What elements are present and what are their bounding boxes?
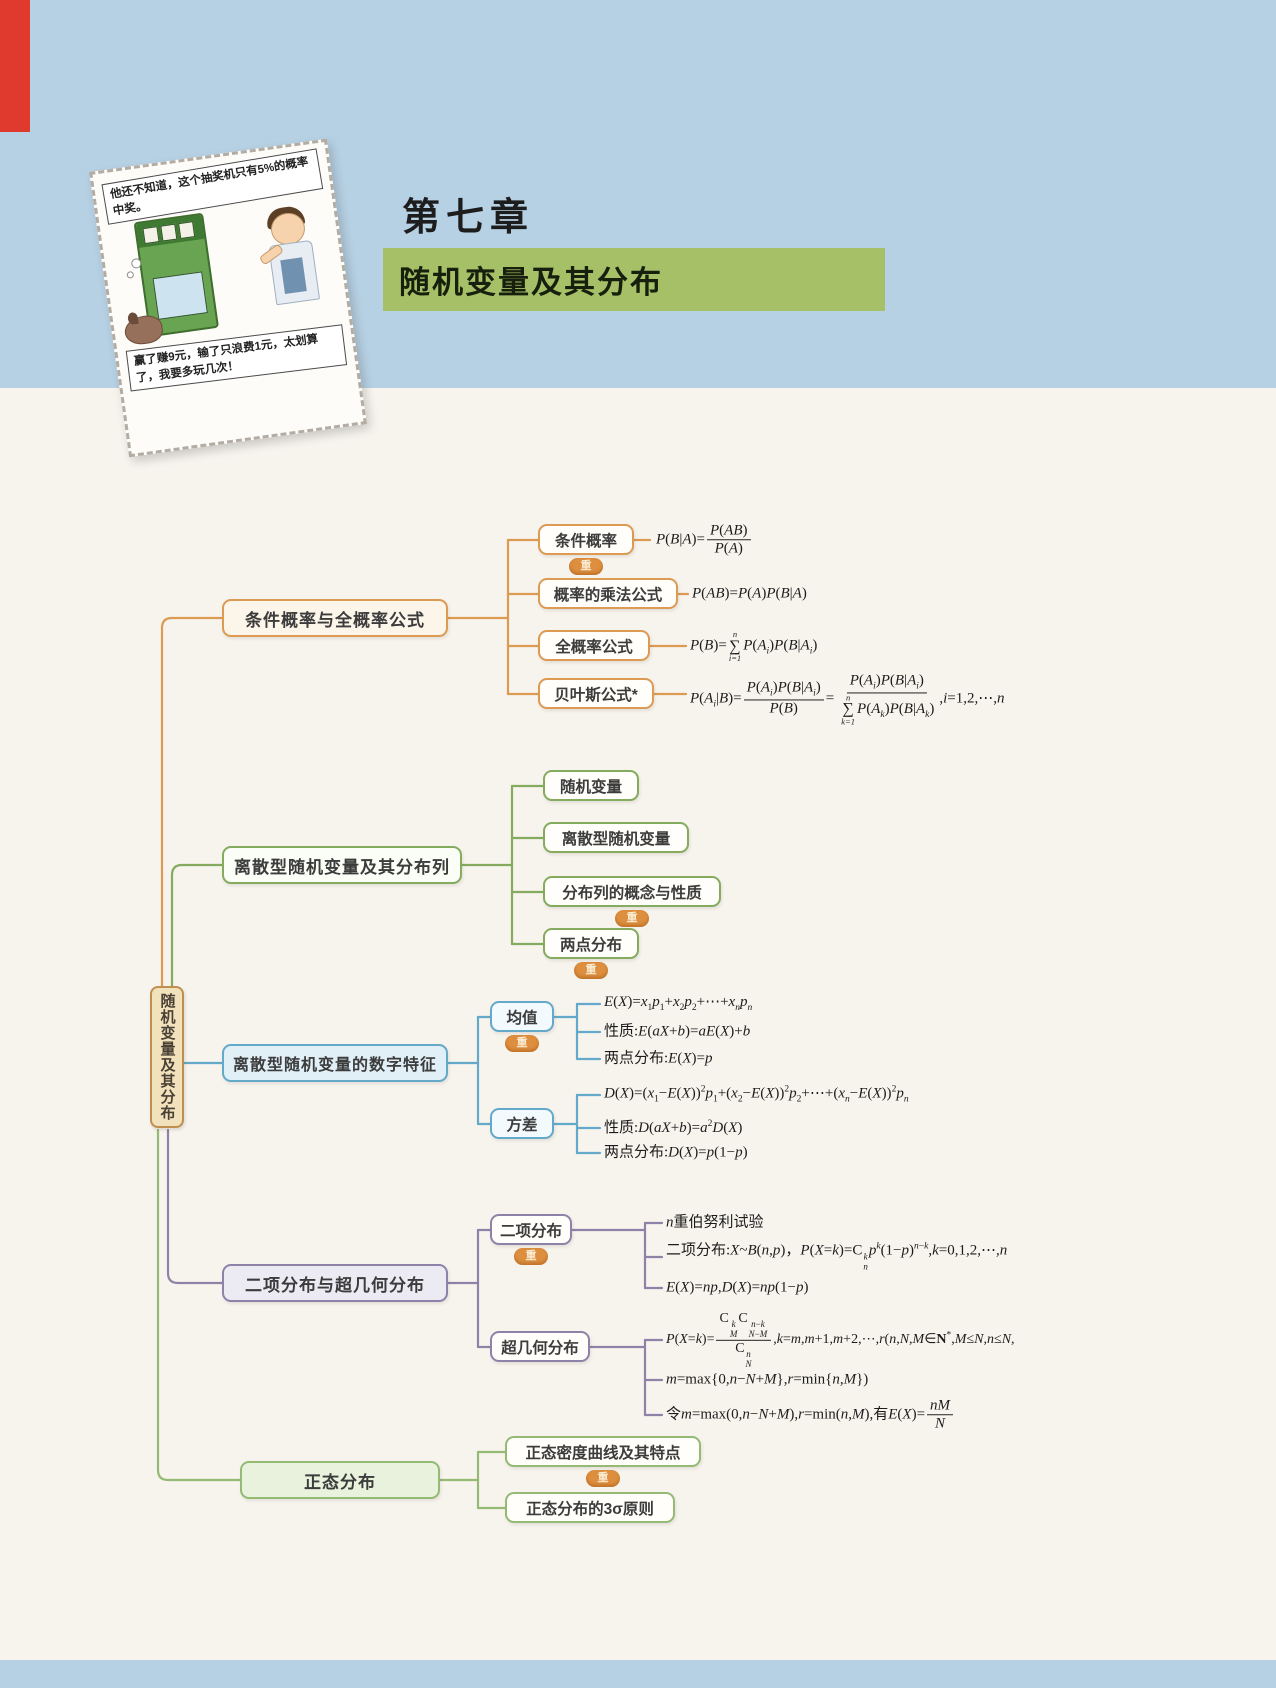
importance-badge: 重 xyxy=(514,1248,548,1265)
node-discrete-random-variable: 离散型随机变量 xyxy=(543,822,689,853)
chapter-title-bar: 随机变量及其分布 xyxy=(383,248,885,311)
formula-variance-property: 性质:D(aX+b)=a2D(X) xyxy=(604,1118,743,1136)
chapter-number: 第七章 xyxy=(402,197,535,239)
branch-binomial-hypergeometric: 二项分布与超几何分布 xyxy=(222,1264,448,1302)
node-distribution-list-properties: 分布列的概念与性质 xyxy=(543,876,721,907)
formula-multiplication: P(AB)=P(A)P(B|A) xyxy=(692,585,807,602)
formula-hypergeometric-range: m=max{0,n−N+M},r=min{n,M}) xyxy=(666,1371,869,1388)
branch-conditional-probability: 条件概率与全概率公式 xyxy=(222,599,448,637)
formula-variance: D(X)=(x1−E(X))2p1+(x2−E(X))2p2+⋯+(xn−E(X… xyxy=(604,1084,909,1105)
importance-badge: 重 xyxy=(505,1035,539,1052)
node-three-sigma-rule: 正态分布的3σ原则 xyxy=(505,1492,675,1523)
node-normal-density-curve: 正态密度曲线及其特点 xyxy=(505,1436,701,1467)
chapter-title: 随机变量及其分布 xyxy=(399,265,663,300)
node-total-probability: 全概率公式 xyxy=(538,630,650,661)
importance-badge: 重 xyxy=(569,558,603,575)
node-binomial-distribution: 二项分布 xyxy=(490,1214,572,1245)
importance-badge: 重 xyxy=(615,910,649,927)
formula-bernoulli-trials: n重伯努利试验 xyxy=(666,1214,764,1231)
branch-numeric-characteristics: 离散型随机变量的数字特征 xyxy=(222,1044,448,1082)
node-hypergeometric-distribution: 超几何分布 xyxy=(490,1331,590,1362)
footer-band xyxy=(0,1660,1276,1688)
branch-normal-distribution: 正态分布 xyxy=(240,1461,440,1499)
formula-mean: E(X)=x1p1+x2p2+⋯+xnpn xyxy=(604,994,753,1014)
formula-binomial-mean-variance: E(X)=np,D(X)=np(1−p) xyxy=(666,1279,809,1296)
importance-badge: 重 xyxy=(574,962,608,979)
node-bayes-formula: 贝叶斯公式* xyxy=(538,678,654,709)
node-multiplication-formula: 概率的乘法公式 xyxy=(538,578,678,609)
node-mean: 均值 xyxy=(490,1001,554,1032)
formula-mean-property: 性质:E(aX+b)=aE(X)+b xyxy=(604,1023,751,1040)
formula-variance-two-point: 两点分布:D(X)=p(1−p) xyxy=(604,1144,748,1161)
importance-badge: 重 xyxy=(586,1470,620,1487)
node-two-point-distribution: 两点分布 xyxy=(543,928,639,959)
node-conditional-probability: 条件概率 xyxy=(538,524,634,555)
root-node: 随机变量及其分布 xyxy=(150,986,184,1128)
formula-conditional-probability: P(B|A)=P(AB)P(A) xyxy=(656,522,753,558)
node-variance: 方差 xyxy=(490,1108,554,1139)
node-random-variable: 随机变量 xyxy=(543,770,639,801)
branch-discrete-random-variable: 离散型随机变量及其分布列 xyxy=(222,846,462,884)
formula-bayes: P(Ai|B)=P(Ai)P(B|Ai)P(B)=P(Ai)P(B|Ai)n∑k… xyxy=(690,672,1005,727)
corner-ribbon xyxy=(0,0,30,132)
formula-mean-two-point: 两点分布:E(X)=p xyxy=(604,1050,713,1067)
